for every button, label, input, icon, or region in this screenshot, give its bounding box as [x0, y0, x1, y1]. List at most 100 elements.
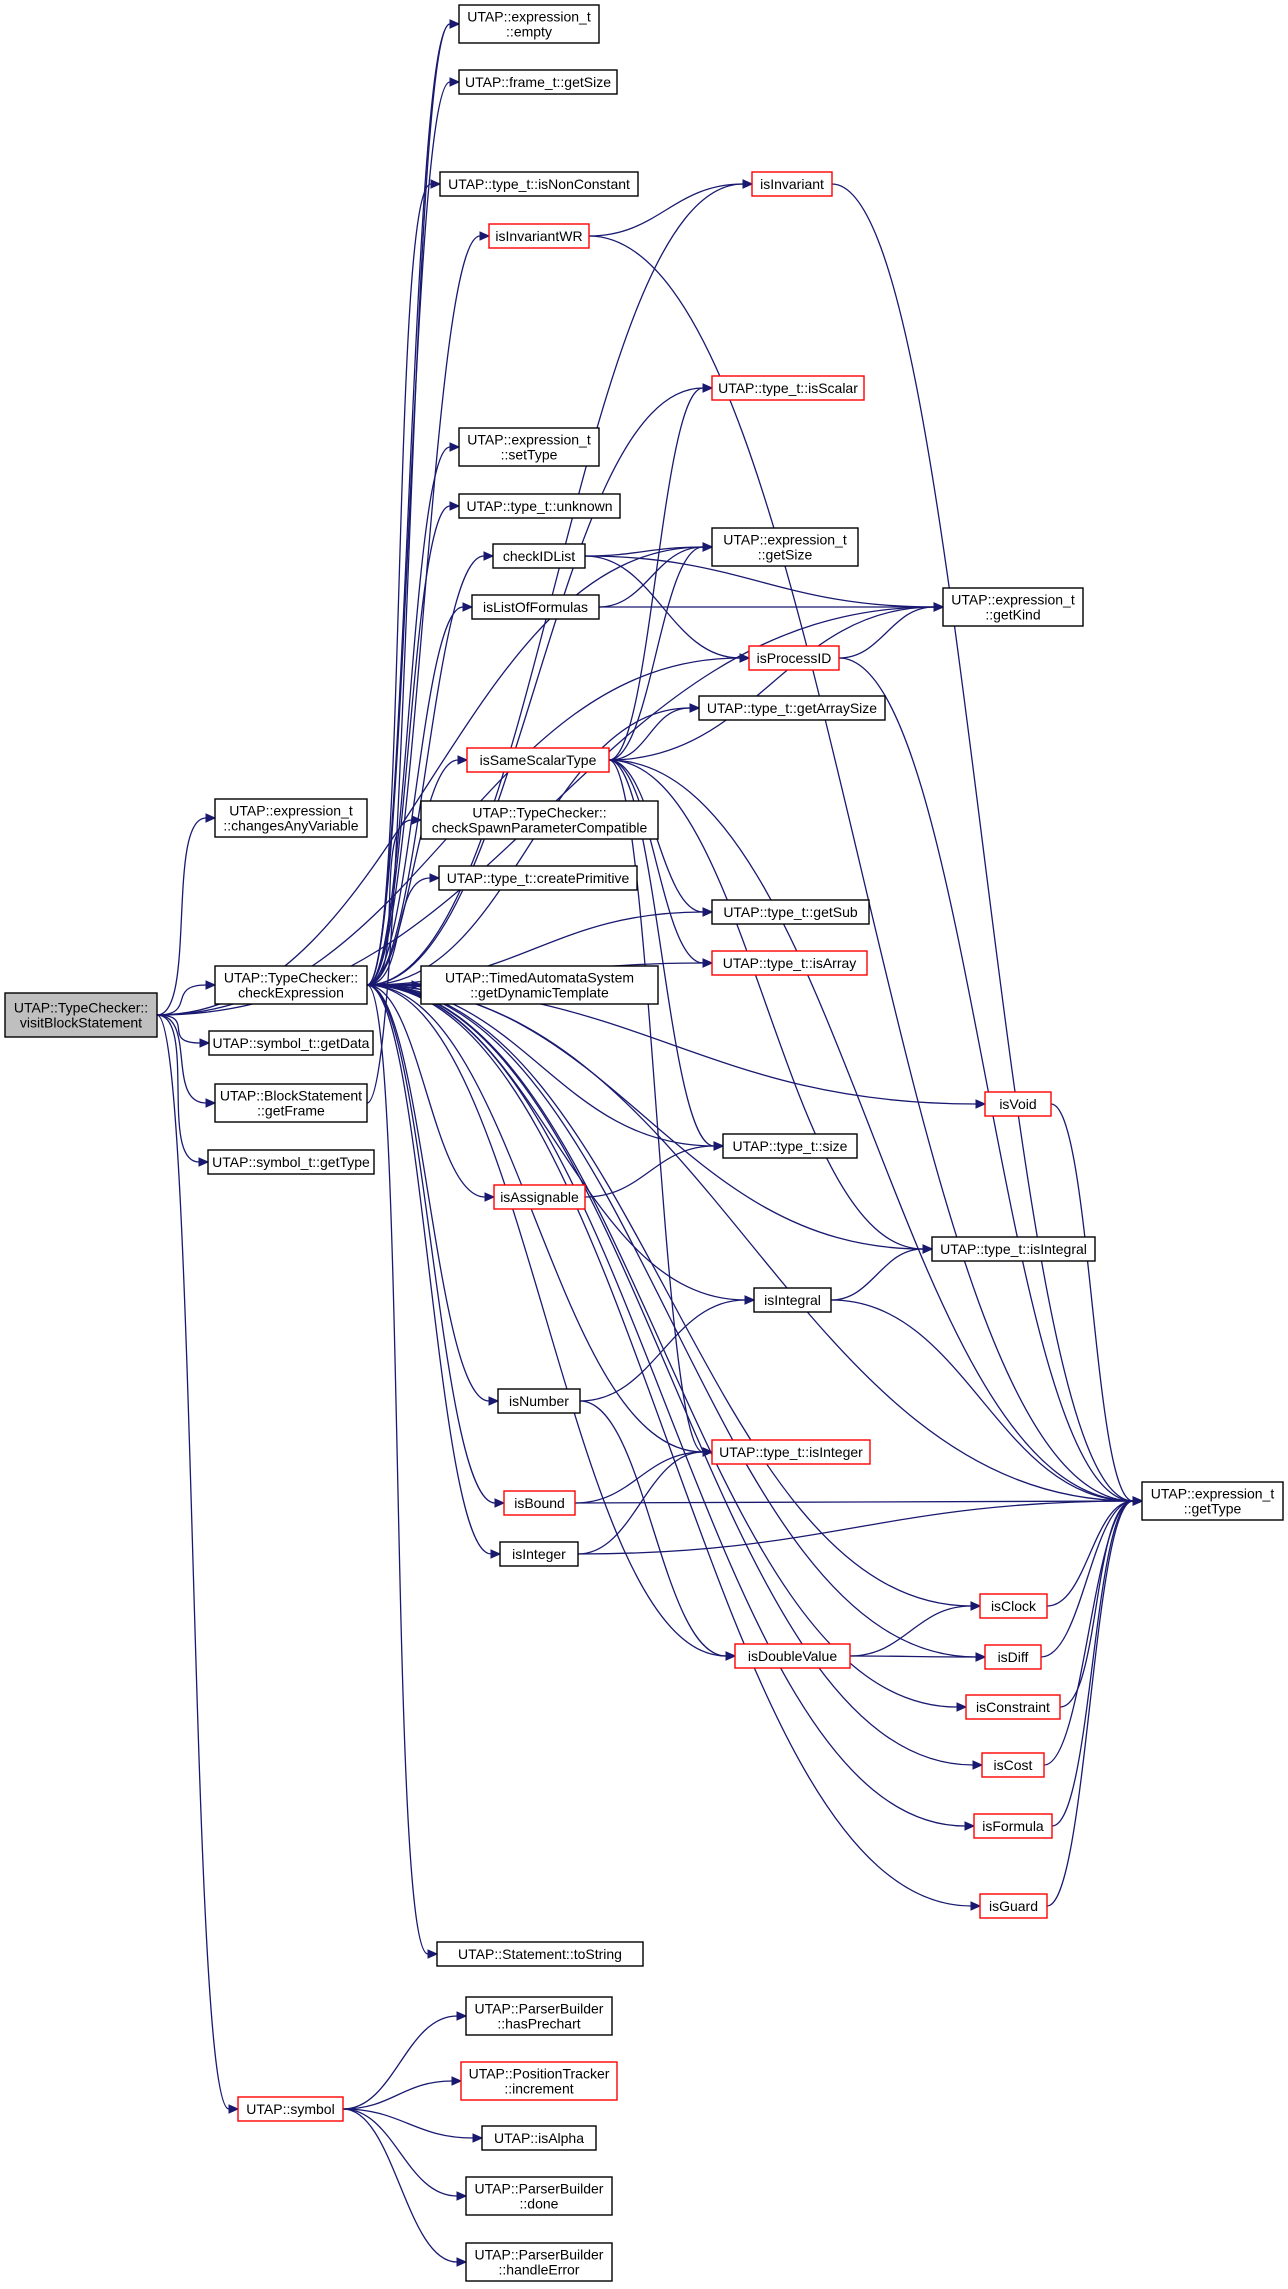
node-isSameScalarType[interactable]: isSameScalarType [466, 747, 610, 773]
node-isScalar[interactable]: UTAP::type_t::isScalar [711, 375, 865, 401]
node-increment[interactable]: UTAP::PositionTracker::increment [460, 2061, 618, 2101]
edge-checkExpression-to-isConstraint [366, 984, 968, 1712]
edge-isBound-to-typeIsInteger [574, 1447, 714, 1504]
node-exprGetType[interactable]: UTAP::expression_t::getType [1141, 1481, 1284, 1521]
node-box [981, 1752, 1045, 1778]
node-unknown[interactable]: UTAP::type_t::unknown [458, 493, 621, 519]
node-box [942, 587, 1084, 627]
node-isInteger[interactable]: isInteger [499, 1541, 579, 1567]
edge-checkIDList-to-exprGetSize [584, 542, 714, 557]
edge-arrowhead-icon [449, 442, 461, 452]
edge-arrowhead-icon [456, 2257, 468, 2267]
edge-line [830, 1299, 1134, 1502]
node-box [492, 543, 586, 569]
node-isInvariantWR[interactable]: isInvariantWR [488, 223, 590, 249]
edge-line [366, 183, 744, 986]
edge-line [366, 984, 486, 1198]
node-label: UTAP::symbol_t::getType [212, 1154, 370, 1170]
node-isClock[interactable]: isClock [979, 1593, 1048, 1619]
node-label: isBound [514, 1495, 565, 1511]
node-hasPrechart[interactable]: UTAP::ParserBuilder::hasPrechart [465, 1996, 613, 2036]
edge-arrowhead-icon [702, 383, 714, 393]
node-label: UTAP::type_t::unknown [466, 498, 612, 514]
edge-root-to-exprGetSize [156, 542, 714, 1016]
node-toString[interactable]: UTAP::Statement::toString [436, 1941, 644, 1967]
edge-checkExpression-to-unknown [366, 501, 461, 986]
edge-line [577, 1451, 704, 1555]
node-isDiff[interactable]: isDiff [984, 1644, 1042, 1670]
edge-line [366, 984, 974, 1766]
node-label: isProcessID [757, 650, 832, 666]
edge-symbol-to-handleError [342, 2108, 468, 2267]
node-isFormula[interactable]: isFormula [973, 1813, 1053, 1839]
node-getArraySize[interactable]: UTAP::type_t::getArraySize [698, 695, 886, 721]
node-isBound[interactable]: isBound [503, 1490, 576, 1516]
node-isInvariant[interactable]: isInvariant [751, 171, 833, 197]
node-label: UTAP::type_t::getSub [723, 904, 858, 920]
edge-line [156, 1014, 207, 1104]
node-typeIsIntegral[interactable]: UTAP::type_t::isIntegral [931, 1236, 1096, 1262]
node-label: UTAP::type_t::createPrimitive [447, 870, 630, 886]
node-createPrimitive[interactable]: UTAP::type_t::createPrimitive [438, 865, 638, 891]
edge-root-to-checkExpression [156, 980, 217, 1016]
node-label: visitBlockStatement [20, 1015, 142, 1031]
edge-checkExpression-to-createPrimitive [366, 873, 441, 986]
node-checkSpawn[interactable]: UTAP::TypeChecker::checkSpawnParameterCo… [420, 800, 659, 840]
node-isCost[interactable]: isCost [981, 1752, 1045, 1778]
node-isArray[interactable]: UTAP::type_t::isArray [711, 950, 868, 976]
edge-line [1043, 1500, 1134, 1766]
node-label: UTAP::expression_t [723, 532, 847, 548]
node-isAssignable[interactable]: isAssignable [493, 1184, 586, 1210]
edge-isInteger-to-typeIsInteger [577, 1447, 714, 1555]
node-label: UTAP::type_t::getArraySize [707, 700, 877, 716]
edge-line [366, 984, 727, 1657]
edge-arrowhead-icon [198, 1157, 210, 1167]
node-symGetType[interactable]: UTAP::symbol_t::getType [207, 1149, 375, 1175]
node-isProcessID[interactable]: isProcessID [748, 645, 840, 671]
node-getData[interactable]: UTAP::symbol_t::getData [208, 1030, 374, 1056]
node-typeIsInteger[interactable]: UTAP::type_t::isInteger [711, 1439, 871, 1465]
node-changesAnyVariable[interactable]: UTAP::expression_t::changesAnyVariable [214, 798, 368, 838]
node-isVoid[interactable]: isVoid [984, 1091, 1052, 1117]
node-box [438, 865, 638, 891]
node-getFrame[interactable]: UTAP::BlockStatement::getFrame [214, 1083, 368, 1123]
node-getKind[interactable]: UTAP::expression_t::getKind [942, 587, 1084, 627]
node-isNonConstant[interactable]: UTAP::type_t::isNonConstant [439, 171, 639, 197]
node-isConstraint[interactable]: isConstraint [965, 1694, 1061, 1720]
node-label: ::getFrame [257, 1103, 325, 1119]
node-empty[interactable]: UTAP::expression_t::empty [458, 4, 600, 44]
node-checkExpression[interactable]: UTAP::TypeChecker::checkExpression [214, 965, 368, 1005]
edge-isVoid-to-exprGetType [1050, 1103, 1144, 1506]
node-box [458, 493, 621, 519]
node-isAlpha[interactable]: UTAP::isAlpha [481, 2125, 597, 2151]
node-box [471, 594, 600, 620]
node-label: isCost [994, 1757, 1033, 1773]
node-isGuard[interactable]: isGuard [979, 1893, 1048, 1919]
node-getSub[interactable]: UTAP::type_t::getSub [711, 899, 870, 925]
node-isListOfFormulas[interactable]: isListOfFormulas [471, 594, 600, 620]
node-isIntegral[interactable]: isIntegral [753, 1287, 832, 1313]
node-frameGetSize[interactable]: UTAP::frame_t::getSize [458, 69, 618, 95]
node-handleError[interactable]: UTAP::ParserBuilder::handleError [465, 2242, 613, 2282]
node-setType[interactable]: UTAP::expression_t::setType [458, 427, 600, 467]
node-box [734, 1643, 851, 1669]
node-getDynamicTemplate[interactable]: UTAP::TimedAutomataSystem::getDynamicTem… [420, 965, 659, 1005]
node-symbol[interactable]: UTAP::symbol [237, 2096, 344, 2122]
edge-line [342, 2108, 458, 2263]
edge-line [1046, 1500, 1134, 1907]
edge-checkExpression-to-isNumber [366, 984, 500, 1406]
node-isDoubleValue[interactable]: isDoubleValue [734, 1643, 851, 1669]
node-box [481, 2125, 597, 2151]
node-label: UTAP::TypeChecker:: [14, 1000, 148, 1016]
edge-line [366, 984, 972, 1907]
edge-isInvariant-to-exprGetType [831, 183, 1144, 1506]
node-checkIDList[interactable]: checkIDList [492, 543, 586, 569]
edge-line [1059, 1500, 1134, 1708]
node-done[interactable]: UTAP::ParserBuilder::done [465, 2176, 613, 2216]
node-box [460, 2061, 618, 2101]
node-isNumber[interactable]: isNumber [497, 1388, 581, 1414]
node-exprGetSize[interactable]: UTAP::expression_t::getSize [711, 527, 859, 567]
edge-isDoubleValue-to-isDiff [849, 1652, 987, 1662]
node-typeSize[interactable]: UTAP::type_t::size [722, 1133, 858, 1159]
edge-line [366, 555, 485, 986]
